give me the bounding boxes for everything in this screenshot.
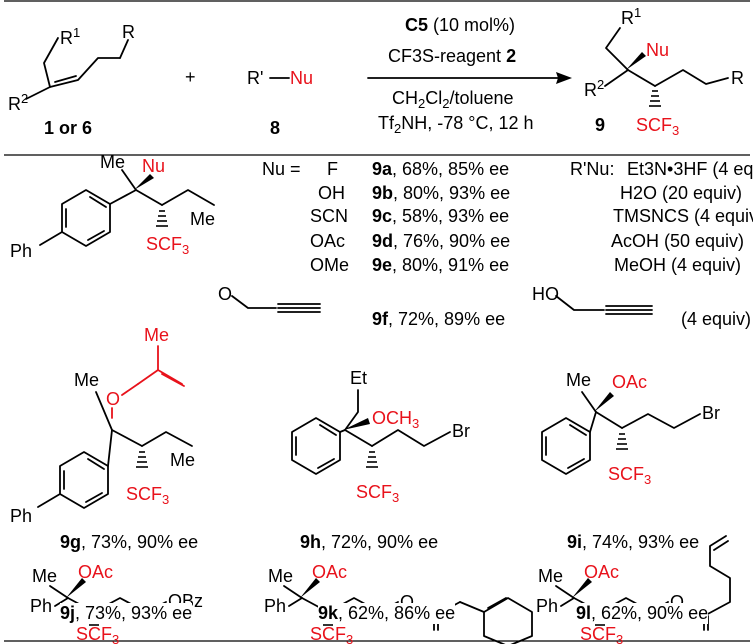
- svg-text:TMSNCS (4 equiv): TMSNCS (4 equiv): [613, 206, 753, 226]
- svg-text:OAc: OAc: [310, 231, 345, 251]
- reagent-8: R' Nu 8: [247, 68, 313, 138]
- svg-text:Me: Me: [74, 370, 99, 390]
- product-9k: Me OAc Ph O SCF3: [264, 562, 533, 644]
- svg-text:Ph: Ph: [30, 596, 52, 616]
- svg-text:(4 equiv): (4 equiv): [681, 309, 751, 329]
- svg-text:Et3N•3HF (4 equiv): Et3N•3HF (4 equiv): [627, 159, 753, 179]
- svg-text:9g, 73%, 90% ee: 9g, 73%, 90% ee: [60, 532, 198, 552]
- svg-text:R: R: [122, 22, 135, 42]
- svg-text:Br: Br: [452, 421, 470, 441]
- svg-text:OAc: OAc: [78, 562, 113, 582]
- svg-text:R: R: [731, 68, 744, 88]
- svg-text:Ph: Ph: [10, 241, 32, 261]
- svg-text:SCF3: SCF3: [356, 482, 399, 505]
- svg-text:H2O (20 equiv): H2O (20 equiv): [620, 183, 742, 203]
- svg-text:R2: R2: [8, 91, 28, 114]
- svg-text:MeOH (4 equiv): MeOH (4 equiv): [614, 255, 741, 275]
- svg-text:Ph: Ph: [536, 596, 558, 616]
- reactant-alkene: R1 R R2 1 or 6: [8, 22, 135, 138]
- svg-text:OAc: OAc: [312, 562, 347, 582]
- svg-text:Me: Me: [170, 450, 195, 470]
- svg-text:AcOH (50 equiv): AcOH (50 equiv): [611, 231, 744, 251]
- svg-text:Me: Me: [144, 325, 169, 345]
- svg-text:SCN: SCN: [310, 206, 348, 226]
- cf3s-reagent-text: CF3S-reagent 2: [388, 46, 516, 66]
- svg-text:Ph: Ph: [10, 506, 32, 526]
- product-9l: Me OAc Ph O SCF3: [536, 535, 731, 644]
- svg-text:HO: HO: [532, 284, 559, 304]
- svg-text:OAc: OAc: [612, 372, 647, 392]
- svg-text:SCF3: SCF3: [126, 484, 169, 507]
- catalyst-text: C5 (10 mol%): [405, 15, 515, 35]
- svg-text:Me: Me: [100, 152, 125, 172]
- svg-text:OAc: OAc: [584, 562, 619, 582]
- svg-text:9h, 72%, 90% ee: 9h, 72%, 90% ee: [300, 532, 438, 552]
- svg-text:9f, 72%, 89% ee: 9f, 72%, 89% ee: [372, 309, 505, 329]
- label-9l: 9l, 62%, 90% ee: [576, 603, 709, 624]
- svg-text:R1: R1: [60, 25, 80, 48]
- svg-text:R1: R1: [621, 5, 641, 28]
- svg-text:SCF3: SCF3: [636, 115, 679, 138]
- reagent-label: 8: [270, 118, 280, 138]
- svg-text:O: O: [218, 284, 232, 304]
- label-9k: 9k, 62%, 86% ee: [318, 603, 456, 624]
- svg-text:SCF3: SCF3: [310, 624, 353, 644]
- svg-text:OH: OH: [318, 183, 345, 203]
- plus-sign: +: [185, 67, 196, 87]
- solvent-text: CH2Cl2/toluene: [392, 88, 514, 111]
- product-9h: Et OCH3 Br SCF3 9h, 72%, 90% ee: [291, 368, 470, 552]
- svg-text:Me: Me: [268, 566, 293, 586]
- svg-text:9c, 58%, 93% ee: 9c, 58%, 93% ee: [372, 206, 509, 226]
- svg-text:Nu =: Nu =: [262, 159, 301, 179]
- conditions-text: Tf2NH, -78 °C, 12 h: [378, 113, 534, 136]
- svg-text:Me: Me: [190, 209, 215, 229]
- svg-text:Br: Br: [702, 403, 720, 423]
- svg-text:SCF3: SCF3: [580, 624, 623, 644]
- svg-text:9a, 68%, 85% ee: 9a, 68%, 85% ee: [372, 159, 509, 179]
- reactant-label: 1 or 6: [44, 118, 92, 138]
- svg-text:Nu: Nu: [290, 68, 313, 88]
- svg-text:9d, 76%, 90% ee: 9d, 76%, 90% ee: [372, 231, 510, 251]
- svg-text:9b, 80%, 93% ee: 9b, 80%, 93% ee: [372, 183, 510, 203]
- svg-text:Nu: Nu: [646, 40, 669, 60]
- svg-text:R': R': [247, 68, 263, 88]
- label-9j: 9j, 73%, 93% ee: [60, 603, 193, 624]
- product-9: R1 Nu R2 R SCF3 9: [584, 5, 744, 138]
- product-9g: Me O Ph Me Me SCF3 9g, 73%, 90% ee: [10, 325, 198, 552]
- svg-text:Et: Et: [350, 368, 367, 388]
- svg-text:OCH3: OCH3: [372, 408, 419, 431]
- svg-text:SCF3: SCF3: [608, 464, 651, 487]
- svg-text:Me: Me: [32, 566, 57, 586]
- svg-text:Me: Me: [538, 566, 563, 586]
- generic-scaffold-9a-9f: Ph Me Nu Me SCF3: [10, 152, 215, 261]
- product-9i: Me OAc Br SCF3 9i, 74%, 93% ee: [541, 370, 720, 552]
- nucleophile-table: Nu = F OH SCN OAc OMe 9a, 68%, 85% ee 9b…: [218, 159, 753, 329]
- product-label: 9: [595, 115, 605, 135]
- svg-text:F: F: [327, 159, 338, 179]
- reaction-arrow: [367, 72, 572, 84]
- svg-text:9i, 74%, 93% ee: 9i, 74%, 93% ee: [567, 532, 699, 552]
- svg-text:R2: R2: [584, 77, 604, 100]
- product-9j: Me OAc Ph OBz SCF3: [30, 562, 203, 644]
- svg-text:O: O: [106, 389, 120, 409]
- svg-text:Me: Me: [566, 370, 591, 390]
- svg-text:R'Nu:: R'Nu:: [570, 159, 614, 179]
- svg-text:Nu: Nu: [142, 156, 165, 176]
- svg-text:9e, 80%, 91% ee: 9e, 80%, 91% ee: [372, 255, 509, 275]
- svg-text:SCF3: SCF3: [146, 234, 189, 257]
- svg-text:SCF3: SCF3: [76, 624, 119, 644]
- svg-text:OMe: OMe: [310, 255, 349, 275]
- svg-text:Ph: Ph: [264, 596, 286, 616]
